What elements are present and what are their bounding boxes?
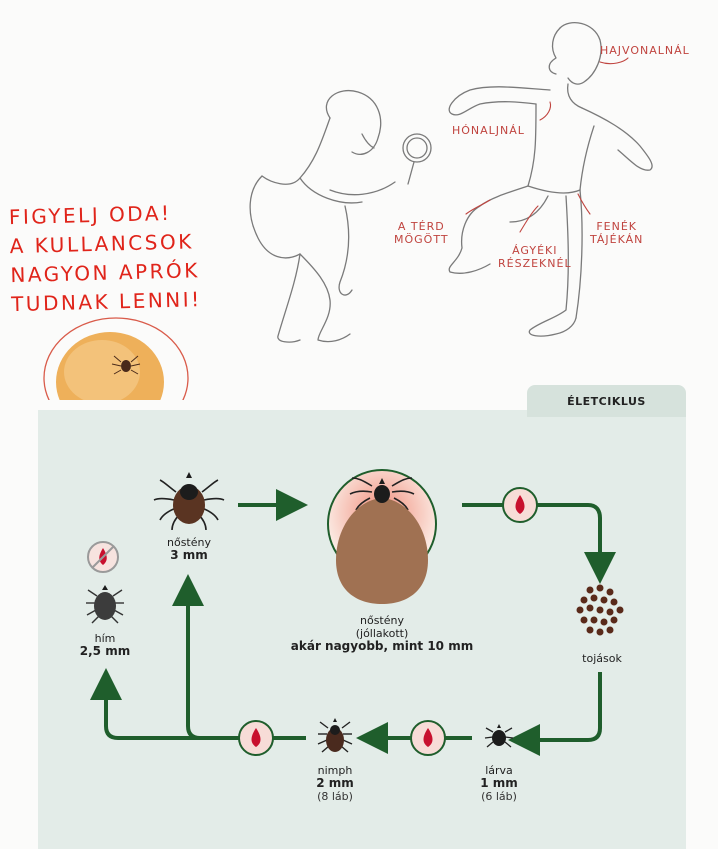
label-larva: lárva 1 mm (6 láb) xyxy=(480,764,518,803)
man-figure xyxy=(448,22,653,337)
male-tick-icon xyxy=(86,585,124,624)
arrow-nymph-to-adults xyxy=(90,668,306,740)
eggs-icon xyxy=(576,584,624,636)
annotation-armpit: HÓNALJNÁL xyxy=(452,124,525,137)
label-engorged-female: nőstény (jóllakott) akár nagyobb, mint 1… xyxy=(290,614,474,653)
larva-tick-icon xyxy=(484,724,514,748)
arrow-eggs-to-larva xyxy=(508,672,602,756)
annotation-knee: A TÉRD MÖGÖTT xyxy=(394,220,449,246)
female-tick-icon xyxy=(153,472,225,531)
tick-check-illustration xyxy=(43,22,653,400)
woman-figure xyxy=(249,90,432,343)
label-nymph: nimph 2 mm (8 láb) xyxy=(316,764,354,803)
no-blood-icon xyxy=(87,541,119,573)
label-male: hím 2,5 mm xyxy=(79,632,131,658)
label-female: nőstény 3 mm xyxy=(167,536,211,562)
blood-meal-icon-3 xyxy=(238,720,274,756)
annotation-hairline: HAJVONALNÁL xyxy=(600,44,690,57)
nymph-tick-icon xyxy=(317,718,353,753)
lifecycle-title: ÉLETCIKLUS xyxy=(527,385,686,417)
engorged-tick-icon xyxy=(327,469,437,604)
egg-photo xyxy=(43,317,189,400)
label-eggs: tojások xyxy=(582,652,622,665)
arrow-nymph-to-female xyxy=(172,574,204,740)
arrow-engorged-to-eggs xyxy=(462,503,616,584)
annotation-groin: ÁGYÉKI RÉSZEKNÉL xyxy=(498,244,572,270)
blood-meal-icon-1 xyxy=(502,487,538,523)
blood-meal-icon-2 xyxy=(410,720,446,756)
annotation-buttocks: FENÉK TÁJÉKÁN xyxy=(590,220,644,246)
